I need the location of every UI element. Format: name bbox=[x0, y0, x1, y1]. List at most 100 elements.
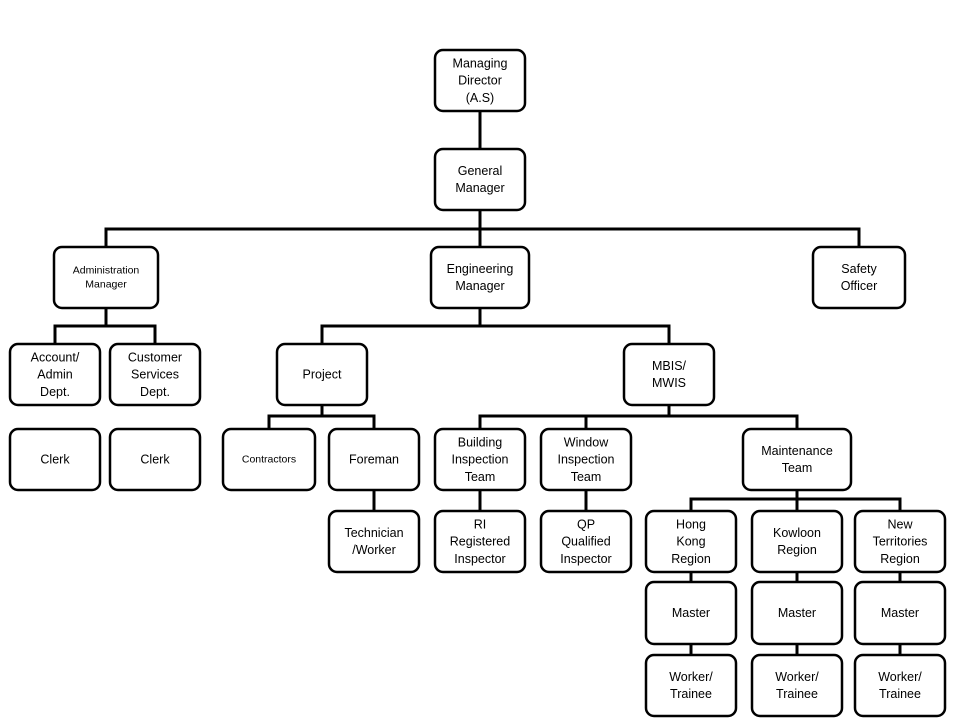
box-outline bbox=[108, 342, 202, 407]
box-outline bbox=[539, 427, 633, 492]
box-label-line: QP bbox=[577, 517, 595, 531]
connector-line bbox=[104, 227, 861, 247]
project-box: Project bbox=[275, 342, 369, 407]
box-label-line: Manager bbox=[455, 279, 504, 293]
org-boxes: ManagingDirector(A.S)GeneralManagerAdmin… bbox=[8, 48, 947, 718]
box-outline bbox=[433, 509, 527, 574]
box-outline bbox=[429, 245, 531, 310]
box-outline bbox=[433, 427, 527, 492]
box-outline bbox=[853, 653, 947, 718]
box-outline bbox=[52, 245, 160, 310]
box-label-line: Inspector bbox=[560, 552, 611, 566]
box-outline bbox=[327, 509, 421, 574]
box-label-line: Region bbox=[671, 552, 711, 566]
connector-lines bbox=[53, 111, 902, 655]
box-label-line: Officer bbox=[841, 279, 878, 293]
box-label-line: Kowloon bbox=[773, 526, 821, 540]
box-label-line: Master bbox=[881, 606, 919, 620]
box-label-line: Managing bbox=[453, 56, 508, 70]
box-label-line: Contractors bbox=[242, 454, 296, 466]
clerk-box: Clerk bbox=[8, 427, 102, 492]
box-label-line: (A.S) bbox=[466, 91, 494, 105]
box-label-line: Clerk bbox=[40, 453, 70, 467]
contractors-box: Contractors bbox=[221, 427, 317, 492]
mbis-mwis-box: MBIS/MWIS bbox=[622, 342, 716, 407]
box-outline bbox=[327, 427, 421, 492]
box-label-line: Building bbox=[458, 435, 503, 449]
box-outline bbox=[811, 245, 907, 310]
box-outline bbox=[539, 509, 633, 574]
box-label-line: Territories bbox=[873, 535, 928, 549]
box-label-line: Hong bbox=[676, 517, 706, 531]
box-label-line: RI bbox=[474, 517, 487, 531]
box-label-line: Project bbox=[303, 368, 342, 382]
box-label-line: Trainee bbox=[879, 687, 921, 701]
master-box: Master bbox=[644, 580, 738, 646]
box-outline bbox=[275, 342, 369, 407]
clerk-box: Clerk bbox=[108, 427, 202, 492]
connector-line bbox=[320, 324, 671, 344]
box-outline bbox=[622, 342, 716, 407]
box-label-line: Inspection bbox=[452, 453, 509, 467]
box-label-line: Dept. bbox=[140, 385, 170, 399]
master-box: Master bbox=[750, 580, 844, 646]
box-label-line: General bbox=[458, 164, 502, 178]
box-outline bbox=[8, 342, 102, 407]
connector-line bbox=[267, 414, 376, 429]
box-label-line: Window bbox=[564, 435, 609, 449]
box-label-line: Administration bbox=[73, 264, 140, 276]
box-outline bbox=[8, 427, 102, 492]
box-label-line: Master bbox=[672, 606, 710, 620]
box-outline bbox=[644, 580, 738, 646]
connector-line bbox=[53, 324, 157, 344]
box-outline bbox=[741, 427, 853, 492]
box-label-line: Safety bbox=[841, 262, 877, 276]
box-outline bbox=[644, 509, 738, 574]
box-label-line: Account/ bbox=[31, 350, 80, 364]
box-label-line: Dept. bbox=[40, 385, 70, 399]
box-outline bbox=[108, 427, 202, 492]
box-label-line: Technician bbox=[344, 526, 403, 540]
connector-line bbox=[478, 414, 799, 429]
box-label-line: MBIS/ bbox=[652, 359, 687, 373]
box-outline bbox=[853, 580, 947, 646]
box-label-line: /Worker bbox=[352, 543, 396, 557]
box-outline bbox=[750, 653, 844, 718]
worker-trainee-box: Worker/Trainee bbox=[644, 653, 738, 718]
box-outline bbox=[750, 509, 844, 574]
box-label-line: Foreman bbox=[349, 453, 399, 467]
box-label-line: Clerk bbox=[140, 453, 170, 467]
box-label-line: Director bbox=[458, 74, 502, 88]
box-label-line: Team bbox=[465, 470, 496, 484]
box-outline bbox=[750, 580, 844, 646]
box-label-line: Worker/ bbox=[669, 670, 713, 684]
box-label-line: Team bbox=[571, 470, 602, 484]
box-label-line: Customer bbox=[128, 350, 182, 364]
technician-worker-box: Technician/Worker bbox=[327, 509, 421, 574]
master-box: Master bbox=[853, 580, 947, 646]
box-label-line: Services bbox=[131, 368, 179, 382]
box-label-line: Maintenance bbox=[761, 444, 833, 458]
box-label-line: Region bbox=[880, 552, 920, 566]
box-label-line: Kong bbox=[676, 535, 705, 549]
box-label-line: Region bbox=[777, 543, 817, 557]
box-label-line: MWIS bbox=[652, 376, 686, 390]
box-label-line: Worker/ bbox=[775, 670, 819, 684]
box-label-line: Trainee bbox=[776, 687, 818, 701]
box-outline bbox=[853, 509, 947, 574]
box-label-line: New bbox=[887, 517, 913, 531]
box-label-line: Inspector bbox=[454, 552, 505, 566]
